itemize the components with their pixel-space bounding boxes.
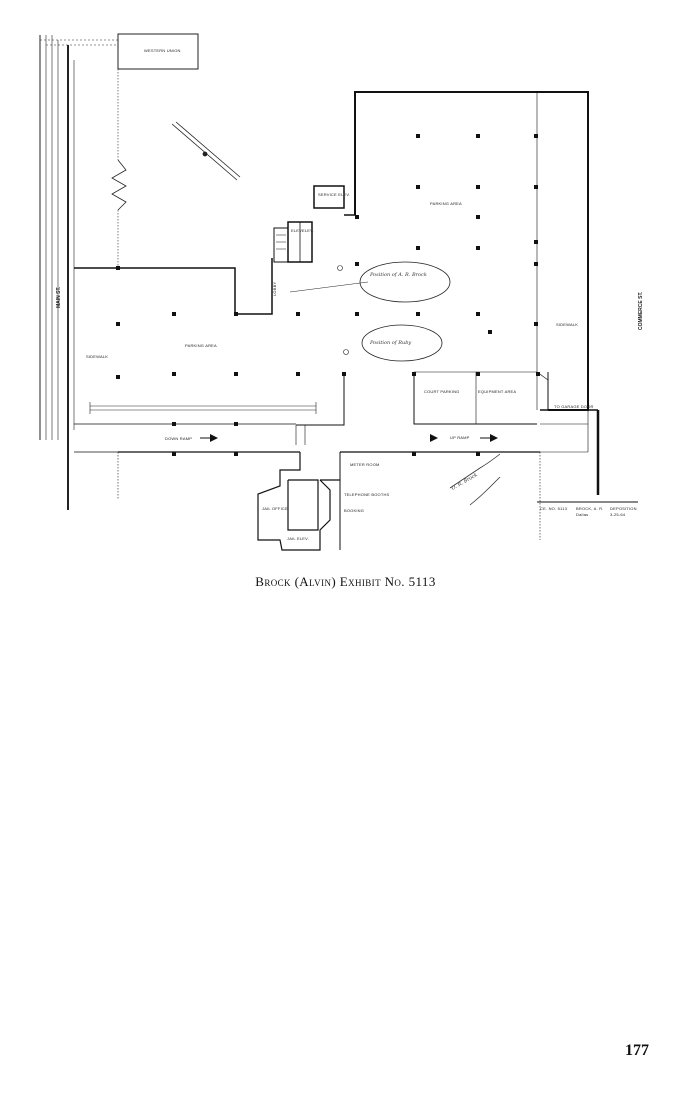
parking-area-left-label: PARKING AREA	[185, 343, 217, 348]
title-block: CE. NO. 5113 BROCK, A. R. Dallas DEPOSIT…	[537, 501, 638, 517]
ramp-arrows	[200, 434, 498, 442]
floor-plan-diagram: WESTERN UNION	[39, 33, 644, 551]
building-outline	[74, 91, 600, 550]
signature: O. R. Brock	[449, 453, 501, 506]
page-number: 177	[625, 1042, 649, 1059]
elev-label-2: ELEV.	[302, 228, 314, 233]
annotation-2: Position of Ruby	[343, 324, 443, 362]
annotation-1: Position of A. R. Brock	[289, 261, 451, 303]
svg-text:BROCK, A. R.: BROCK, A. R.	[576, 506, 604, 511]
svg-text:Position of A. R. Brock: Position of A. R. Brock	[369, 272, 427, 278]
lobby-label: LOBBY	[272, 282, 277, 296]
up-ramp-label: UP RAMP	[450, 435, 470, 440]
jail-office-label: JAIL OFFICE	[262, 506, 288, 511]
parking-area-right-label: PARKING AREA	[430, 201, 462, 206]
commerce-st-label: COMMERCE ST.	[638, 291, 644, 330]
svg-text:3-25-64: 3-25-64	[610, 512, 626, 517]
sidewalk-right-label: SIDEWALK	[556, 322, 578, 327]
svg-text:DEPOSITION: DEPOSITION	[610, 506, 637, 511]
main-st-label: MAIN ST.	[56, 286, 62, 308]
court-parking-label: COURT PARKING	[424, 389, 460, 394]
main-street-lines	[39, 35, 118, 510]
svg-text:Dallas: Dallas	[576, 512, 588, 517]
columns	[116, 134, 540, 456]
down-ramp-label: DOWN RAMP	[165, 436, 192, 441]
western-union-box	[117, 33, 199, 70]
north-arrow	[171, 121, 241, 181]
elev-label-1: ELEV.	[291, 228, 303, 233]
jail-office-outline	[257, 452, 340, 551]
sidewalk-left-label: SIDEWALK	[86, 354, 108, 359]
figure-caption: Brock (Alvin) Exhibit No. 5113	[255, 574, 436, 589]
to-garage-label: TO GARAGE DOOR	[554, 404, 594, 409]
elevator-core	[273, 185, 345, 263]
break-line	[111, 159, 127, 211]
service-elev-label: SERVICE ELEV.	[318, 192, 350, 197]
equipment-area-label: EQUIPMENT AREA	[478, 389, 516, 394]
western-union-label: WESTERN UNION	[144, 48, 181, 53]
booking-label: BOOKING	[344, 508, 364, 513]
meter-room-label: METER ROOM	[350, 462, 380, 467]
telephone-booths-label: TELEPHONE BOOTHS	[344, 492, 390, 497]
svg-text:Position of Ruby: Position of Ruby	[369, 340, 411, 346]
guard-rail	[89, 402, 317, 414]
jail-elev-label: JAIL ELEV.	[287, 536, 309, 541]
svg-text:CE. NO. 5113: CE. NO. 5113	[540, 506, 568, 511]
svg-text:O. R. Brock: O. R. Brock	[451, 472, 479, 492]
